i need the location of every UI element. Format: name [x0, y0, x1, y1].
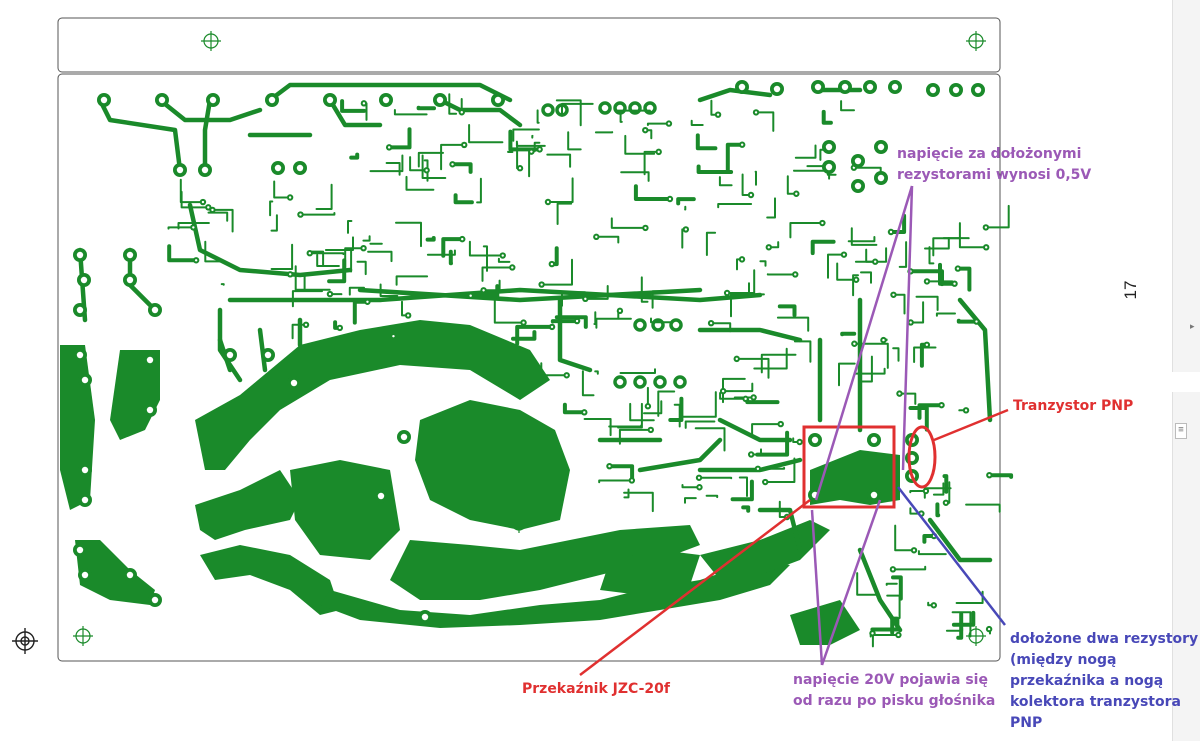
menu-icon[interactable]: ≡	[1175, 423, 1187, 439]
annotation-relay: Przekaźnik JZC-20f	[522, 681, 671, 697]
annotation-20v-voltage: napięcie 20V pojawia się od razu po pisk…	[793, 672, 996, 709]
added-resistors-pointer-line	[897, 486, 1006, 626]
relay-highlight-box	[802, 425, 896, 509]
chevron-right-icon[interactable]: ▸	[1190, 322, 1195, 332]
transistor-pointer-line	[933, 408, 1009, 442]
board-outline	[57, 73, 1001, 662]
annotation-resistor-voltage: napięcie za dołożonymi rezystorami wynos…	[897, 146, 1092, 183]
transistor-highlight-ellipse	[907, 425, 937, 489]
relay-pointer-line	[579, 499, 811, 676]
viewer-scrollbar[interactable]	[1172, 0, 1200, 741]
resistor-voltage-pointer-b	[901, 185, 914, 471]
voltage20-pointer-a	[810, 509, 824, 666]
voltage20-pointer-b	[820, 499, 882, 666]
mounting-hole-icon	[73, 626, 93, 646]
mounting-hole-icon	[966, 626, 986, 646]
resistor-voltage-pointer-a	[814, 185, 914, 501]
scrollbar-gap	[1172, 372, 1200, 392]
mounting-hole-icon	[966, 31, 986, 51]
annotation-added-resistors: dołożone dwa rezystory (między nogą prze…	[1010, 631, 1199, 731]
page-number: 17	[1121, 280, 1140, 300]
registration-target-icon	[12, 628, 38, 654]
annotation-shapes	[579, 185, 1009, 676]
annotation-pnp-transistor: Tranzystor PNP	[1013, 398, 1134, 414]
mounting-hole-icon	[201, 31, 221, 51]
board-top-strip	[57, 17, 1001, 73]
